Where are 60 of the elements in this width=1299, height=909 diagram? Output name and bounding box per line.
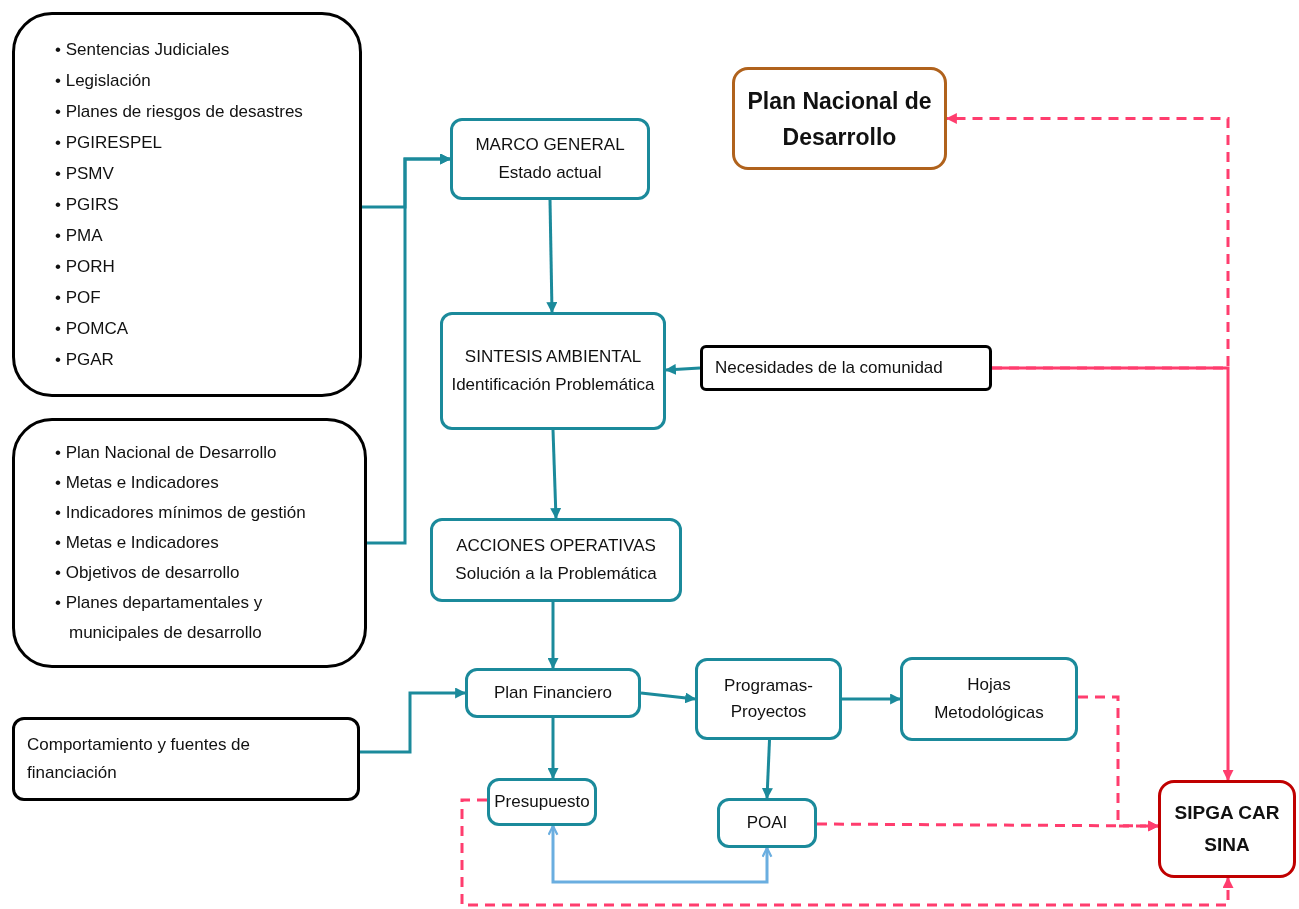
arrow xyxy=(992,366,1234,782)
list-item: • Indicadores mínimos de gestión xyxy=(55,502,307,524)
process-box xyxy=(717,798,817,848)
list-item: • PSMV xyxy=(55,163,115,185)
system-box xyxy=(1158,780,1296,878)
arrow xyxy=(547,824,773,884)
list-item: • Legislación xyxy=(55,70,152,92)
arrow xyxy=(761,739,773,800)
list-item: • PORH xyxy=(55,256,116,278)
box-label: Estado actual xyxy=(498,162,602,184)
box-label: SIPGA CAR SINA xyxy=(1173,801,1281,857)
box-label: Plan Nacional de Desarrollo xyxy=(746,86,933,152)
process-box xyxy=(440,312,666,430)
process-box xyxy=(695,658,842,740)
process-box xyxy=(487,778,597,826)
list-item: • Planes de riesgos de desastres xyxy=(55,101,304,123)
arrow xyxy=(547,718,559,780)
list-item: • PMA xyxy=(55,225,104,247)
input-box xyxy=(700,345,992,391)
arrow xyxy=(817,820,1160,832)
arrow xyxy=(460,798,1234,907)
process-box xyxy=(430,518,682,602)
box-label: Presupuesto xyxy=(494,791,590,813)
arrow xyxy=(367,153,452,545)
bullet-list-box xyxy=(12,12,362,397)
list-item: • Planes departamentales y municipales de desarrollo xyxy=(55,592,264,644)
list-item: • PGIRESPEL xyxy=(55,132,164,154)
process-box xyxy=(450,118,650,200)
arrow xyxy=(640,691,697,704)
list-item: • Metas e Indicadores xyxy=(55,532,220,554)
list-item: • POMCA xyxy=(55,318,129,340)
box-label: Plan Financiero xyxy=(493,682,613,704)
box-label: Comportamiento y fuentes de financiación xyxy=(27,734,251,784)
box-label: Necesidades de la comunidad xyxy=(715,357,944,379)
list-item: • Plan Nacional de Desarrollo xyxy=(55,442,278,464)
arrow xyxy=(546,199,558,314)
arrow xyxy=(664,363,701,375)
bullet-list-box xyxy=(12,418,367,668)
list-item: • POF xyxy=(55,287,102,309)
arrow xyxy=(547,602,559,670)
list-item: • PGIRS xyxy=(55,194,120,216)
list-item: • Objetivos de desarrollo xyxy=(55,562,241,584)
list-item: • Metas e Indicadores xyxy=(55,472,220,494)
box-heading: ACCIONES OPERATIVAS xyxy=(456,535,656,557)
plan-box xyxy=(732,67,947,170)
process-box xyxy=(465,668,641,718)
input-box xyxy=(12,717,360,801)
arrow xyxy=(360,687,467,754)
box-label: Hojas Metodológicas xyxy=(933,674,1045,724)
box-label: Identificación Problemática xyxy=(451,374,655,396)
arrow xyxy=(550,429,562,520)
box-heading: MARCO GENERAL xyxy=(475,134,625,156)
process-box xyxy=(900,657,1078,741)
box-label: POAI xyxy=(746,812,788,834)
arrow xyxy=(842,693,902,705)
list-item: • PGAR xyxy=(55,349,115,371)
box-heading: SINTESIS AMBIENTAL xyxy=(464,346,642,368)
box-label: Programas-Proyectos xyxy=(723,675,814,723)
list-item: • Sentencias Judiciales xyxy=(55,39,231,61)
box-label: Solución a la Problemática xyxy=(455,563,657,585)
